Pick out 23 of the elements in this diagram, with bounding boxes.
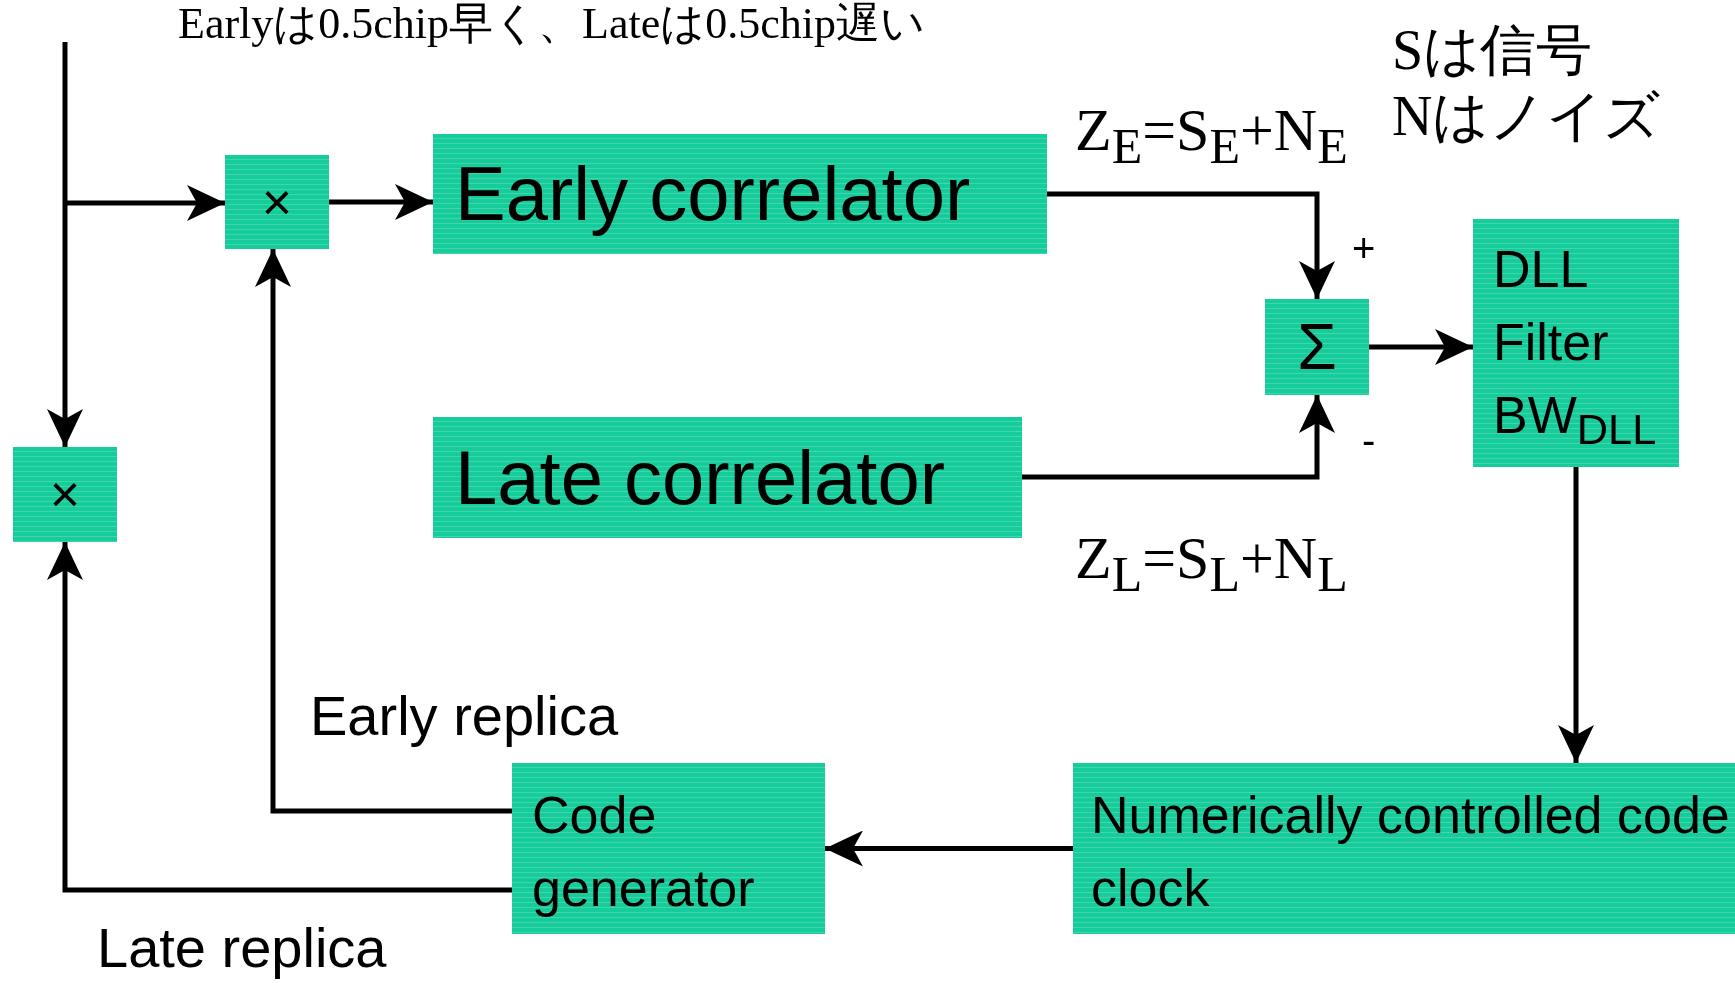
arrow — [1047, 191, 1335, 299]
correlator-box: Late correlator — [433, 417, 1022, 538]
summation-box: Σ — [1265, 299, 1369, 395]
arrow — [47, 42, 83, 447]
multiplier-box: × — [13, 447, 117, 542]
clock-box: Numerically controlled code clock — [1073, 763, 1735, 934]
note-text: Sは信号 — [1392, 22, 1593, 78]
arrow — [47, 542, 512, 893]
arrow — [825, 830, 1073, 867]
generator-box: Code generator — [512, 763, 825, 934]
arrow — [329, 184, 433, 220]
filter-box: DLL Filter BW$_{DLL}$ — [1473, 219, 1679, 467]
equation-label: Z$_{L}$=S$_{L}$+N$_{L}$ — [1075, 528, 1348, 599]
arrow — [65, 185, 225, 221]
heading-text: Earlyは0.5chip早く、Lateは0.5chip遅い — [178, 2, 925, 46]
equation-label: Z$_{E}$=S$_{E}$+N$_{E}$ — [1075, 100, 1348, 171]
correlator-box: Early correlator — [433, 134, 1047, 254]
multiplier-box: × — [225, 155, 329, 249]
arrow — [1369, 329, 1473, 365]
note-text: Nはノイズ — [1392, 88, 1661, 144]
arrow — [255, 249, 512, 814]
arrow — [1022, 395, 1335, 480]
arrow — [1558, 467, 1594, 763]
